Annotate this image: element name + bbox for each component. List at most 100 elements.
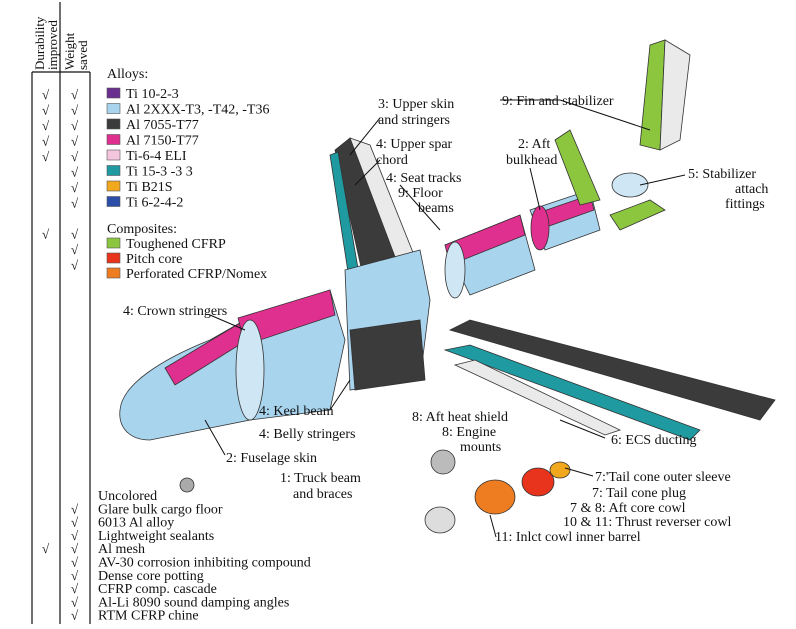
check-durability: √: [42, 118, 50, 133]
leader-fuselage-skin: [204, 419, 226, 456]
check-weight: √: [71, 196, 79, 211]
callout-engine-mounts-1: 8: Engine: [442, 425, 496, 440]
check-weight: √: [71, 134, 79, 149]
fan-part: [424, 506, 456, 534]
callouts: 3: Upper skin and stringers 4: Upper spa…: [123, 94, 768, 545]
legend-swatch: [106, 165, 121, 176]
tail-cone-plug: [549, 461, 571, 479]
lower-wing-panel: [453, 359, 622, 436]
check-weight: √: [71, 87, 79, 102]
legend-composite-label: Toughened CFRP: [126, 237, 226, 252]
callout-ecs: 6: ECS ducting: [611, 433, 697, 448]
callout-keel: 4: Keel beam: [259, 404, 334, 419]
check-durability: √: [42, 541, 50, 556]
callout-truck-1: 1: Truck beam: [280, 471, 361, 486]
check-weight: √: [71, 528, 79, 543]
stabilizer-left: [554, 129, 601, 206]
callout-crown: 4: Crown stringers: [123, 304, 227, 319]
legend-swatch: [106, 118, 121, 130]
check-weight: √: [71, 242, 79, 257]
keel-beam-area: [349, 319, 426, 391]
leader-keel: [329, 379, 351, 411]
legend-alloys-title: Alloys:: [107, 67, 148, 82]
aft-bulkhead-ring: [530, 205, 550, 251]
check-durability: √: [42, 134, 50, 149]
callout-seat-tracks: 4: Seat tracks: [386, 171, 461, 186]
bottom-list-item: CFRP comp. cascade: [98, 582, 217, 597]
legend-swatch: [106, 180, 121, 192]
check-weight: √: [71, 594, 79, 609]
check-table: Durability improved Weight saved √√√√√√√…: [31, 2, 91, 624]
leader-seat-tracks: [399, 184, 441, 231]
leader-crown: [209, 314, 246, 331]
leader-upper-skin: [349, 117, 381, 156]
callout-inlet: 11: Inlct cowl inner barrel: [495, 530, 641, 545]
callout-upper-spar-2: chord: [376, 153, 408, 168]
stabilizer-fitting: [611, 172, 649, 198]
legend-swatch: [106, 149, 121, 161]
check-weight: √: [71, 608, 79, 623]
col-weight-line1: Weight: [62, 32, 77, 70]
legend-alloy-label: Ti 10-2-3: [126, 87, 179, 102]
callout-upper-skin-2: and stringers: [378, 113, 450, 128]
check-weight: √: [71, 568, 79, 583]
legend-swatch: [106, 267, 121, 279]
callout-tail-sleeve: 7:'Tail cone outer sleeve: [595, 470, 731, 485]
callout-fuselage-skin: 2: Fuselage skin: [226, 451, 317, 466]
check-weight: √: [71, 581, 79, 596]
legend-composite-label: Pitch core: [126, 252, 182, 267]
bottom-list-item: RTM CFRP chine: [98, 609, 199, 624]
callout-thrust-rev: 10 & 11: Thrust reverser cowl: [563, 515, 731, 530]
legend-alloy-label: Ti 15-3 -3 3: [126, 165, 193, 180]
callout-floor-beams-2: beams: [418, 201, 454, 216]
callout-upper-skin-1: 3: Upper skin: [378, 97, 454, 112]
legend-swatch: [106, 134, 121, 145]
legend-composites-title: Composites:: [107, 222, 177, 237]
bottom-list-item: Glare bulk cargo floor: [98, 502, 223, 517]
callout-engine-mounts-2: mounts: [460, 440, 501, 455]
col-durability-line2: improved: [45, 20, 60, 70]
leader-stab: [639, 174, 686, 186]
fuselage-nose: [119, 319, 271, 441]
bottom-list-item: Al mesh: [98, 542, 145, 557]
legend-swatch: [106, 252, 121, 264]
leader-fin-2: [559, 99, 651, 131]
forward-frame: [235, 319, 265, 421]
legend-swatch: [106, 196, 121, 207]
lower-wing-dark: [448, 319, 776, 421]
check-weight: √: [71, 515, 79, 530]
legend-swatch: [106, 237, 121, 249]
bottom-list-item: AV-30 corrosion inhibiting compound: [98, 556, 311, 571]
leader-lines: [204, 99, 686, 538]
aircraft-exploded-view: [119, 39, 776, 534]
check-weight: √: [71, 258, 79, 273]
inlet-cowl: [474, 479, 516, 515]
callout-stab-2: attach: [735, 182, 768, 197]
check-weight: √: [71, 165, 79, 180]
callout-truck-2: and braces: [293, 487, 352, 502]
callout-belly: 4: Belly stringers: [259, 427, 355, 442]
check-weight: √: [71, 180, 79, 195]
bottom-list-item: Dense core potting: [98, 569, 204, 584]
check-durability: √: [42, 87, 50, 102]
legend-composite-label: Perforated CFRP/Nomex: [126, 267, 267, 282]
aft-frame: [444, 241, 466, 299]
check-weight: √: [71, 555, 79, 570]
check-weight: √: [71, 118, 79, 133]
callout-fin: 9: Fin and stabilizer: [502, 94, 614, 109]
legend: Alloys: Ti 10-2-3Al 2XXX-T3, -T42, -T36A…: [106, 67, 269, 282]
bottom-list-item: Lightweight sealants: [98, 529, 214, 544]
check-weight: √: [71, 149, 79, 164]
check-durability: √: [42, 149, 50, 164]
leader-aft-bulkhead: [529, 167, 541, 211]
thrust-reverser-cowl: [521, 467, 555, 497]
legend-alloy-label: Ti B21S: [126, 180, 173, 195]
check-durability: √: [42, 103, 50, 118]
legend-alloy-label: Al 2XXX-T3, -T42, -T36: [126, 103, 269, 118]
callout-upper-spar-1: 4: Upper spar: [376, 137, 453, 152]
bottom-list-item: Al-Li 8090 sound damping angles: [98, 595, 289, 610]
check-weight: √: [71, 103, 79, 118]
bottom-list-item: Uncolored: [98, 489, 157, 504]
